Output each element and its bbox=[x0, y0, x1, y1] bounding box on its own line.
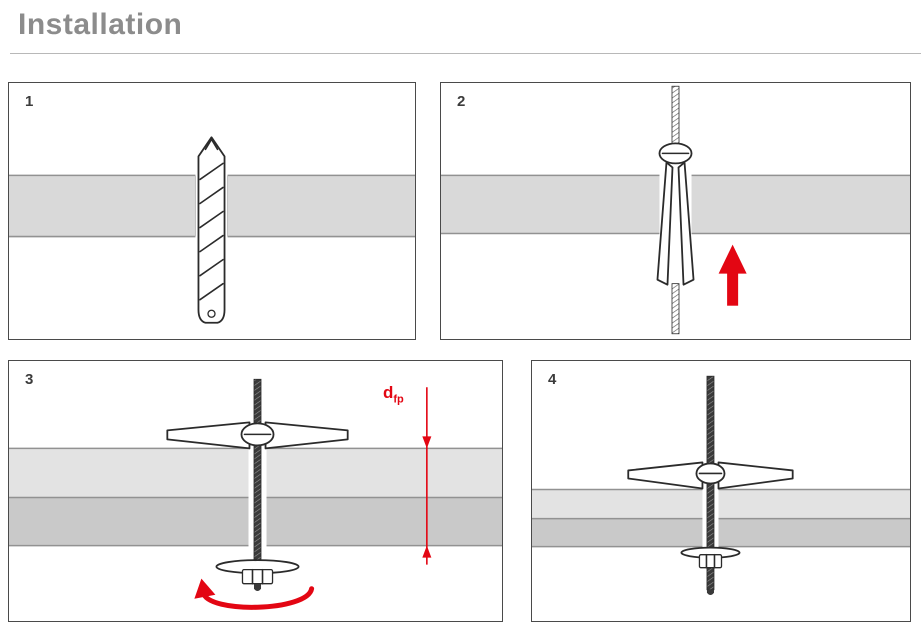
step-number: 3 bbox=[25, 371, 34, 388]
installed-step-illustration bbox=[532, 375, 910, 596]
threaded-rod bbox=[253, 378, 262, 573]
step-number: 4 bbox=[548, 371, 557, 388]
ceiling-panel-double bbox=[532, 488, 910, 548]
dimension-label-sub: fp bbox=[393, 393, 404, 406]
open-wing-right bbox=[717, 461, 794, 490]
toggle-anchor-installed-illustration bbox=[627, 375, 794, 596]
page-title: Installation bbox=[18, 8, 183, 41]
drill-bit-icon bbox=[197, 136, 226, 324]
dimension-label: dfp bbox=[383, 383, 404, 405]
step-panel-3: 3 dfp bbox=[8, 360, 503, 622]
tighten-step-illustration bbox=[9, 378, 502, 610]
threaded-rod bbox=[671, 85, 680, 147]
step-number: 1 bbox=[25, 93, 34, 110]
dimension-label-main: d bbox=[383, 383, 394, 402]
hex-nut bbox=[241, 568, 274, 585]
open-wing-right bbox=[264, 421, 349, 450]
threaded-rod bbox=[671, 283, 680, 335]
title-divider bbox=[10, 53, 921, 54]
rod-tip bbox=[706, 589, 714, 596]
hex-nut bbox=[698, 553, 723, 569]
step-number: 2 bbox=[457, 93, 466, 110]
rod-tip bbox=[253, 583, 262, 591]
open-wing-left bbox=[627, 461, 704, 490]
step-panel-1: 1 bbox=[8, 82, 416, 340]
step-panel-2: 2 bbox=[440, 82, 911, 340]
toggle-anchor-folded-illustration bbox=[656, 85, 695, 335]
up-arrow-icon bbox=[718, 244, 747, 306]
toggle-anchor-open-illustration bbox=[166, 378, 349, 591]
step-panel-4: 4 bbox=[531, 360, 911, 622]
thickness-dimension bbox=[422, 387, 432, 565]
insert-step-illustration bbox=[441, 85, 910, 335]
open-wing-left bbox=[166, 421, 251, 450]
drill-step-illustration bbox=[9, 136, 415, 324]
folded-wing-left bbox=[656, 161, 674, 286]
folded-wing-right bbox=[677, 161, 695, 286]
